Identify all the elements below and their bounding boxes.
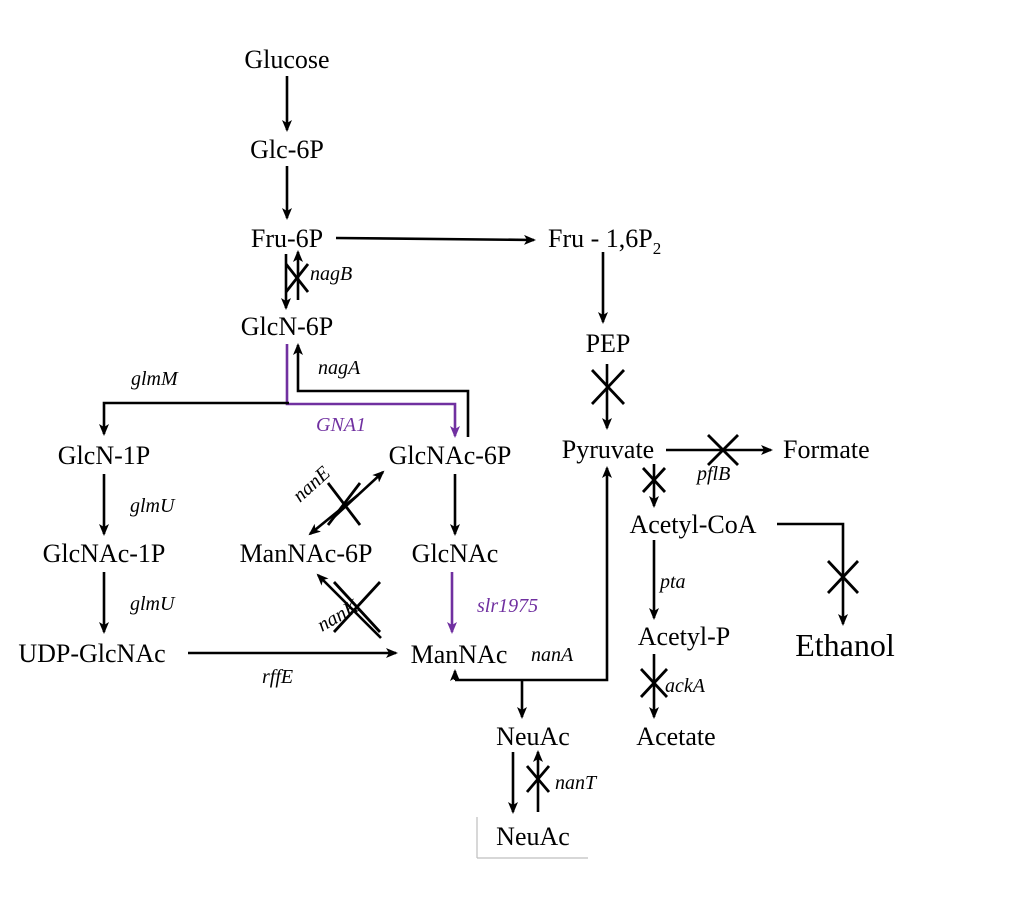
extracellular-box <box>476 817 588 859</box>
knockout-cross-ethanol <box>826 560 860 594</box>
arrow-nane-glcnac6p-to-mannac6p <box>308 493 359 536</box>
metabolite-glucose: Glucose <box>244 45 329 74</box>
metabolite-glcn-6p: GlcN-6P <box>241 312 333 341</box>
enzyme-glmm: glmM <box>131 368 179 390</box>
enzyme-pflb: pflB <box>695 463 730 485</box>
arrow-acetylcoa-to-ethanol <box>777 522 848 626</box>
arrow-glmm-to-glcn1p <box>99 401 289 436</box>
fru-1-6p2-subscript: 2 <box>653 239 662 258</box>
metabolite-neuac: NeuAc <box>496 722 570 751</box>
metabolite-neuac-extracellular: NeuAc <box>496 822 570 851</box>
fru-1-6p2-main: Fru - 1,6P <box>548 224 653 253</box>
metabolite-pep: PEP <box>586 329 631 358</box>
metabolite-acetate: Acetate <box>636 722 715 751</box>
metabolite-glcnac-1p: GlcNAc-1P <box>43 539 166 568</box>
metabolite-mannac-6p: ManNAc-6P <box>240 539 373 568</box>
enzyme-glmu-2: glmU <box>130 593 176 615</box>
metabolite-fru-1-6p2: Fru - 1,6P2 <box>548 224 661 258</box>
arrow-nana-loop-to-pyruvate <box>455 466 612 682</box>
arrow-gna1-glcn6p-to-glcnac6p <box>285 344 460 438</box>
knockout-cross-nagb <box>284 263 310 293</box>
metabolite-acetyl-coa: Acetyl-CoA <box>629 510 756 539</box>
knockout-cross-pep-pyruvate <box>590 369 626 405</box>
knockout-cross-acka <box>639 668 669 698</box>
metabolite-fru-6p: Fru-6P <box>251 224 323 253</box>
metabolite-mannac: ManNAc <box>411 640 508 669</box>
knockout-cross-pyruvate-acetylcoa <box>641 467 667 493</box>
enzyme-glmu-1: glmU <box>130 495 176 517</box>
enzyme-slr1975: slr1975 <box>477 595 538 617</box>
metabolite-acetyl-p: Acetyl-P <box>638 622 730 651</box>
metabolite-ethanol: Ethanol <box>795 627 895 663</box>
arrow-nank-mannac-to-mannac6p <box>316 573 382 639</box>
metabolite-formate: Formate <box>783 435 870 464</box>
enzyme-acka: ackA <box>665 675 706 697</box>
enzyme-naga: nagA <box>318 357 361 379</box>
metabolite-glcn-1p: GlcN-1P <box>58 441 150 470</box>
enzyme-nank: nanK <box>314 595 364 637</box>
enzyme-nant: nanT <box>555 772 598 794</box>
knockout-cross-nank <box>332 581 382 633</box>
enzyme-nagb: nagB <box>310 263 352 285</box>
enzyme-pta: pta <box>658 571 686 593</box>
enzyme-gna1: GNA1 <box>316 414 366 436</box>
metabolite-glcnac: GlcNAc <box>412 539 499 568</box>
enzyme-nana: nanA <box>531 644 574 666</box>
enzyme-rffe: rffE <box>262 666 293 688</box>
knockout-cross-nant <box>525 765 551 793</box>
knockout-cross-pflb <box>707 434 739 466</box>
metabolite-glcnac-6p: GlcNAc-6P <box>389 441 512 470</box>
metabolite-pyruvate: Pyruvate <box>562 435 654 464</box>
arrow-naga-glcnac6p-to-glcn6p <box>293 343 470 437</box>
arrow-fru6p-to-fru16p2 <box>335 234 536 245</box>
metabolite-udp-glcnac: UDP-GlcNAc <box>18 639 165 668</box>
metabolite-glc-6p: Glc-6P <box>250 135 324 164</box>
knockout-cross-nane <box>326 482 362 526</box>
